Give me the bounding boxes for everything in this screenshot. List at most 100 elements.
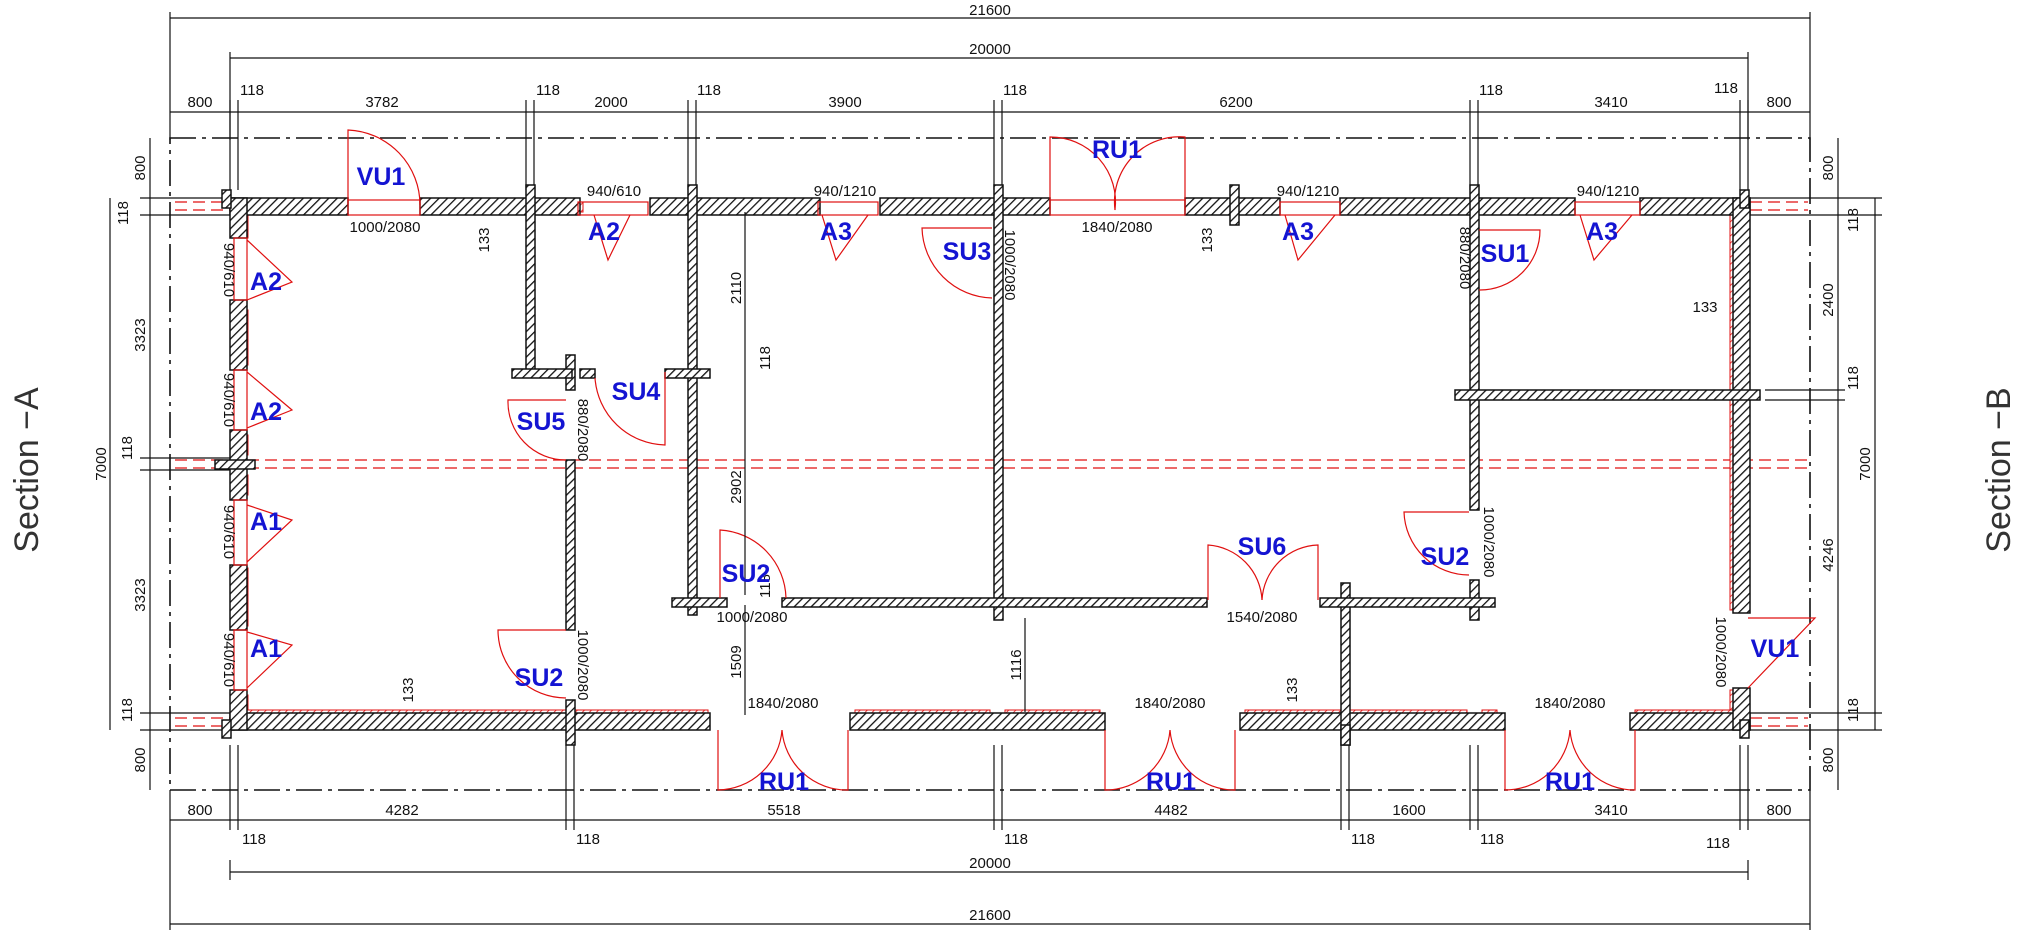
left-dim-3323-top: 3323 — [132, 318, 149, 351]
bottom-wall-118-e: 118 — [1480, 831, 1504, 848]
right-wall-118-a: 118 — [1845, 208, 1862, 232]
bottom-dim-1600: 1600 — [1392, 802, 1425, 819]
opening-940-1210-a: 940/1210 — [814, 183, 877, 200]
opening-1000-2080-top: 1000/2080 — [350, 219, 421, 236]
opening-940-610-left-b: 940/610 — [220, 373, 237, 427]
interior-dim-133-b: 133 — [1199, 227, 1216, 252]
label-a2-top: A2 — [588, 218, 620, 246]
label-su5: SU5 — [517, 408, 566, 436]
interior-dim-133-c: 133 — [400, 677, 417, 702]
label-a3-top-a: A3 — [820, 218, 852, 246]
top-wall-118-b: 118 — [536, 82, 560, 99]
top-wall-118-f: 118 — [1714, 80, 1738, 97]
top-dim-3782: 3782 — [365, 94, 398, 111]
top-dim-3900: 3900 — [828, 94, 861, 111]
top-wall-118-c: 118 — [697, 82, 721, 99]
left-wall-118-a: 118 — [115, 201, 132, 225]
inner-top-dim: 20000 — [969, 41, 1011, 58]
element-labels: VU1 RU1 A2 A3 A3 A3 SU3 SU1 A2 A2 A1 A1 … — [250, 136, 1799, 796]
label-su2-right: SU2 — [1421, 543, 1470, 571]
interior-dim-2902: 2902 — [728, 470, 745, 503]
bottom-wall-118-f: 118 — [1706, 835, 1730, 852]
overall-bottom-dim: 21600 — [969, 907, 1011, 924]
walls — [214, 184, 1761, 746]
top-dim-800-left: 800 — [187, 94, 212, 111]
bottom-dim-5518: 5518 — [767, 802, 800, 819]
label-su6: SU6 — [1238, 533, 1287, 561]
bottom-wall-118-a: 118 — [242, 831, 266, 848]
bottom-wall-118-d: 118 — [1351, 831, 1375, 848]
top-dimension-chains: 21600 20000 800 3782 2000 3900 6200 3410… — [169, 2, 1811, 190]
top-dim-6200: 6200 — [1219, 94, 1252, 111]
label-a3-top-c: A3 — [1586, 218, 1618, 246]
overall-top-dim: 21600 — [969, 2, 1011, 19]
label-vu1-right: VU1 — [1751, 635, 1800, 663]
left-dim-800-bottom: 800 — [132, 747, 149, 772]
interior-dim-133-e: 133 — [1692, 299, 1717, 316]
right-wall-118-c: 118 — [1845, 698, 1862, 722]
label-su2-center: SU2 — [722, 560, 771, 588]
opening-1000-2080-su2: 1000/2080 — [717, 609, 788, 626]
section-a-label: Section −A — [8, 387, 46, 553]
top-wall-118-a: 118 — [240, 82, 264, 99]
label-su2-left: SU2 — [515, 664, 564, 692]
bottom-dim-800-left: 800 — [187, 802, 212, 819]
label-ru1-bottom-b: RU1 — [1146, 768, 1196, 796]
right-dim-2400: 2400 — [1820, 283, 1837, 316]
left-wall-118-b: 118 — [119, 436, 136, 460]
windows — [233, 201, 1641, 691]
label-ru1-top: RU1 — [1092, 136, 1142, 164]
opening-1840-2080-top: 1840/2080 — [1082, 219, 1153, 236]
opening-1840-2080-c: 1840/2080 — [1535, 695, 1606, 712]
label-a3-top-b: A3 — [1282, 218, 1314, 246]
bottom-dim-4282: 4282 — [385, 802, 418, 819]
interior-dim-133-d: 133 — [1284, 677, 1301, 702]
label-vu1-top: VU1 — [357, 163, 406, 191]
left-dim-7000: 7000 — [93, 447, 110, 480]
insulation-dashed-lines — [175, 201, 1808, 727]
inner-bottom-dim: 20000 — [969, 855, 1011, 872]
label-a1-left-a: A1 — [250, 508, 282, 536]
bottom-dim-3410: 3410 — [1594, 802, 1627, 819]
opening-940-610-top: 940/610 — [587, 183, 641, 200]
label-ru1-bottom-c: RU1 — [1545, 768, 1595, 796]
left-wall-118-c: 118 — [119, 698, 136, 722]
top-dim-800-right: 800 — [1766, 94, 1791, 111]
right-dim-4246: 4246 — [1820, 538, 1837, 571]
interior-dim-1116: 1116 — [1008, 649, 1025, 680]
opening-1000-2080-su2-right: 1000/2080 — [1480, 507, 1497, 578]
interior-dim-2110: 2110 — [728, 272, 745, 304]
opening-1840-2080-a: 1840/2080 — [748, 695, 819, 712]
opening-940-1210-c: 940/1210 — [1577, 183, 1640, 200]
right-dim-7000: 7000 — [1857, 447, 1874, 480]
bottom-wall-118-b: 118 — [576, 831, 600, 848]
top-wall-118-d: 118 — [1003, 82, 1027, 99]
top-dim-3410: 3410 — [1594, 94, 1627, 111]
right-wall-118-b: 118 — [1845, 366, 1862, 390]
right-dimension-chains: 800 2400 4246 800 7000 118 118 118 — [1750, 138, 1882, 790]
bottom-dim-4482: 4482 — [1154, 802, 1187, 819]
bottom-dimension-chains: 800 4282 5518 4482 1600 3410 800 118 118… — [169, 745, 1811, 930]
label-su1: SU1 — [1481, 240, 1530, 268]
label-a2-left-b: A2 — [250, 398, 282, 426]
roof-outline — [169, 137, 1811, 791]
left-dim-800-top: 800 — [132, 155, 149, 180]
label-su3: SU3 — [943, 238, 992, 266]
opening-1540-2080: 1540/2080 — [1227, 609, 1298, 626]
top-dim-2000: 2000 — [594, 94, 627, 111]
opening-940-1210-b: 940/1210 — [1277, 183, 1340, 200]
section-b-label: Section −B — [1980, 387, 2018, 552]
opening-1000-2080-vu1-right: 1000/2080 — [1712, 617, 1729, 688]
interior-wall-118-a: 118 — [757, 346, 774, 370]
interior-dimensions: 2110 2902 1509 1116 133 133 133 133 133 … — [400, 212, 1718, 715]
right-dim-800-bottom: 800 — [1820, 747, 1837, 772]
opening-1840-2080-b: 1840/2080 — [1135, 695, 1206, 712]
right-dim-800-top: 800 — [1820, 155, 1837, 180]
label-ru1-bottom-a: RU1 — [759, 768, 809, 796]
label-a1-left-b: A1 — [250, 635, 282, 663]
left-dimension-chains: 800 3323 3323 800 7000 118 118 118 — [93, 138, 235, 790]
top-wall-118-e: 118 — [1479, 82, 1503, 99]
left-dim-3323-bottom: 3323 — [132, 578, 149, 611]
opening-880-2080-su5: 880/2080 — [574, 399, 591, 462]
